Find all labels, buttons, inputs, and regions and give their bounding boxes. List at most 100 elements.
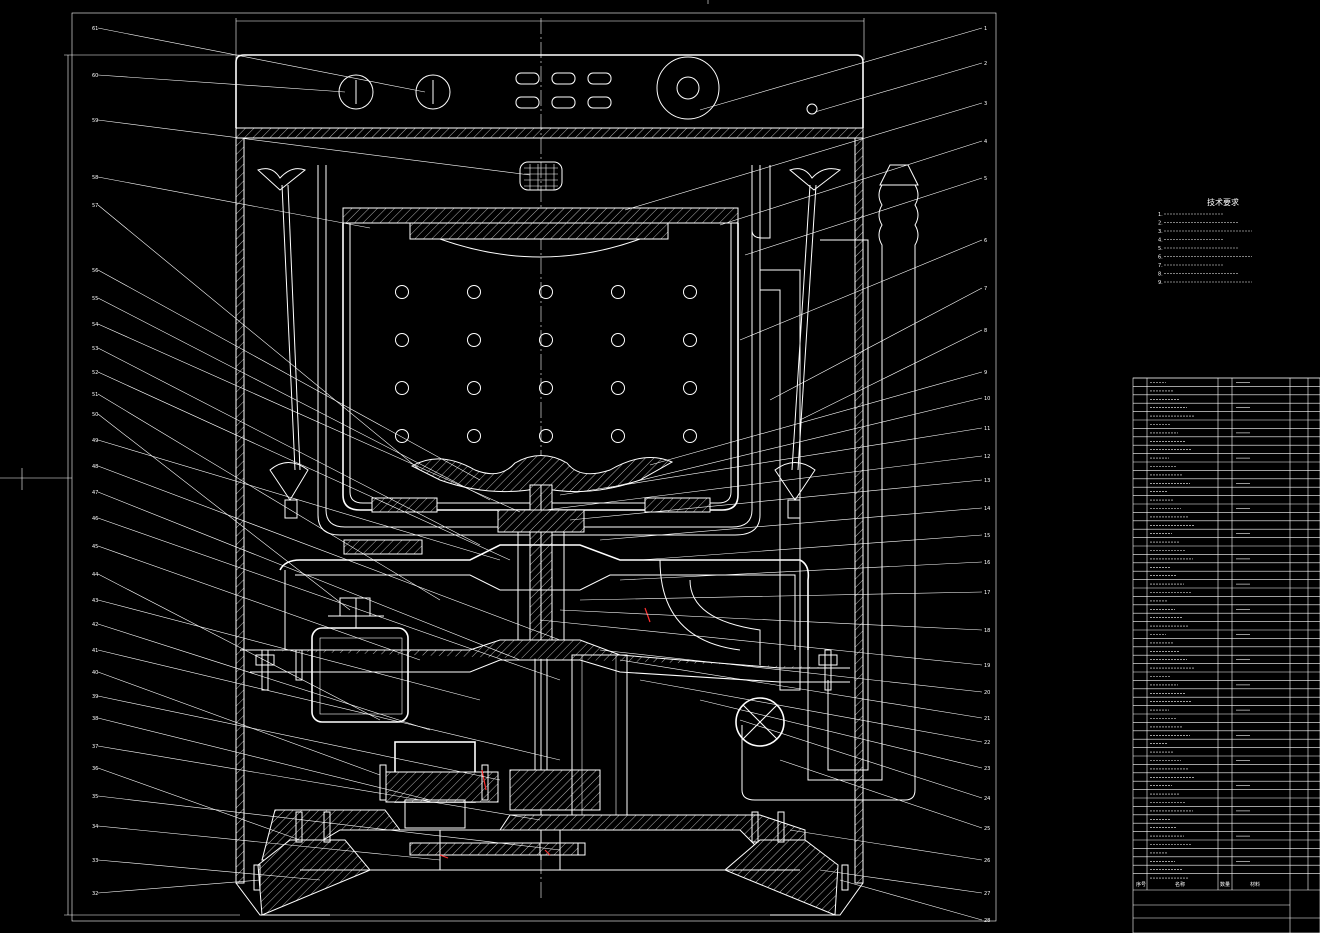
part-number-label: 43 <box>92 598 98 604</box>
part-number-label: 55 <box>92 296 98 302</box>
leader-line <box>97 491 521 661</box>
tech-req-line: 2. <box>1158 221 1163 227</box>
leader-line <box>624 102 983 211</box>
leader-line <box>97 795 561 851</box>
leader-line <box>97 623 431 731</box>
leader-line <box>559 609 983 631</box>
leader-line <box>619 561 983 581</box>
timer-dial-icon <box>656 56 720 120</box>
drum-hole <box>539 381 553 395</box>
drum-hole <box>539 429 553 443</box>
part-number-label: 39 <box>92 694 98 700</box>
leader-line <box>97 517 561 681</box>
part-number-label: 40 <box>92 670 98 676</box>
tech-req-line: 3. <box>1158 229 1163 235</box>
drain-valve-icon <box>735 697 785 747</box>
leader-line <box>559 427 983 496</box>
part-number-label: 49 <box>92 438 98 444</box>
tech-req-line: 9. <box>1158 280 1163 286</box>
leader-line <box>97 859 321 881</box>
part-number-label: 20 <box>984 690 990 696</box>
drum-hole <box>683 333 697 347</box>
leader-line <box>719 140 983 226</box>
part-number-label: 17 <box>984 590 990 596</box>
part-number-label: 41 <box>92 648 98 654</box>
leader-line <box>97 745 541 821</box>
part-number-label: 38 <box>92 716 98 722</box>
leader-line <box>799 329 983 421</box>
tech-req-line: 1. <box>1158 212 1163 218</box>
leader-line <box>539 619 983 666</box>
tech-req-line: 7. <box>1158 263 1163 269</box>
drum-hole <box>683 381 697 395</box>
leader-line <box>97 573 381 721</box>
drum-perforations <box>395 285 697 443</box>
leader-line <box>649 371 983 466</box>
leader-line <box>97 545 421 661</box>
bom-header-material: 材料 <box>1250 881 1260 888</box>
tech-req-line: 6. <box>1158 255 1163 261</box>
part-number-label: 58 <box>92 175 98 181</box>
part-number-label: 53 <box>92 346 98 352</box>
leader-line <box>97 323 521 513</box>
part-number-label: 51 <box>92 392 98 398</box>
bom-header-qty: 数量 <box>1220 881 1230 888</box>
drum-hole <box>395 381 409 395</box>
part-number-label: 18 <box>984 628 990 634</box>
leader-line <box>97 204 421 471</box>
part-number-label: 1 <box>984 26 987 32</box>
leader-line <box>544 455 983 511</box>
leader-line <box>814 62 983 113</box>
drum-hole <box>467 429 481 443</box>
drawing-frame <box>0 0 997 922</box>
part-number-label: 22 <box>984 740 990 746</box>
leader-line <box>97 119 531 176</box>
leader-line <box>97 649 561 761</box>
part-number-label: 60 <box>92 73 98 79</box>
part-number-label: 3 <box>984 101 987 107</box>
part-number-label: 34 <box>92 824 98 830</box>
part-number-label: 2 <box>984 61 987 67</box>
leader-line <box>97 767 301 841</box>
part-number-label: 6 <box>984 238 987 244</box>
drum-hole <box>467 333 481 347</box>
part-number-label: 8 <box>984 328 987 334</box>
indicator-lamp-icon <box>806 103 818 115</box>
leader-line <box>97 269 481 481</box>
leader-line <box>819 869 983 894</box>
leader-line <box>639 679 983 743</box>
part-number-label: 37 <box>92 744 98 750</box>
part-number-label: 10 <box>984 396 990 402</box>
motor <box>311 597 409 723</box>
part-number-label: 7 <box>984 286 987 292</box>
leader-line <box>97 27 426 93</box>
drum-hole <box>611 429 625 443</box>
leader-line <box>599 397 983 491</box>
tech-req-line: 5. <box>1158 246 1163 252</box>
drum-hole <box>467 285 481 299</box>
part-number-label: 16 <box>984 560 990 566</box>
drum-hole <box>395 333 409 347</box>
part-number-label: 48 <box>92 464 98 470</box>
part-number-label: 25 <box>984 826 990 832</box>
technical-requirements: 技术要求 1.2.3.4.5.6.7.8.9. <box>1158 197 1252 286</box>
leader-lines <box>97 27 983 921</box>
part-number-label: 44 <box>92 572 98 578</box>
drain-hoses <box>659 164 919 801</box>
bom-header-name: 名称 <box>1175 881 1185 888</box>
tech-req-line: 4. <box>1158 238 1163 244</box>
leader-line <box>744 177 983 256</box>
part-number-label: 33 <box>92 858 98 864</box>
part-number-label: 56 <box>92 268 98 274</box>
washer-cabinet <box>235 54 864 916</box>
leader-line <box>97 695 501 781</box>
drum-hole <box>611 381 625 395</box>
part-number-label: 52 <box>92 370 98 376</box>
part-number-label: 5 <box>984 176 987 182</box>
drum-hole <box>395 429 409 443</box>
leader-line <box>97 671 381 776</box>
drum-hole <box>539 285 553 299</box>
leader-line <box>97 393 441 601</box>
leader-line <box>97 717 431 801</box>
part-number-label: 32 <box>92 891 98 897</box>
